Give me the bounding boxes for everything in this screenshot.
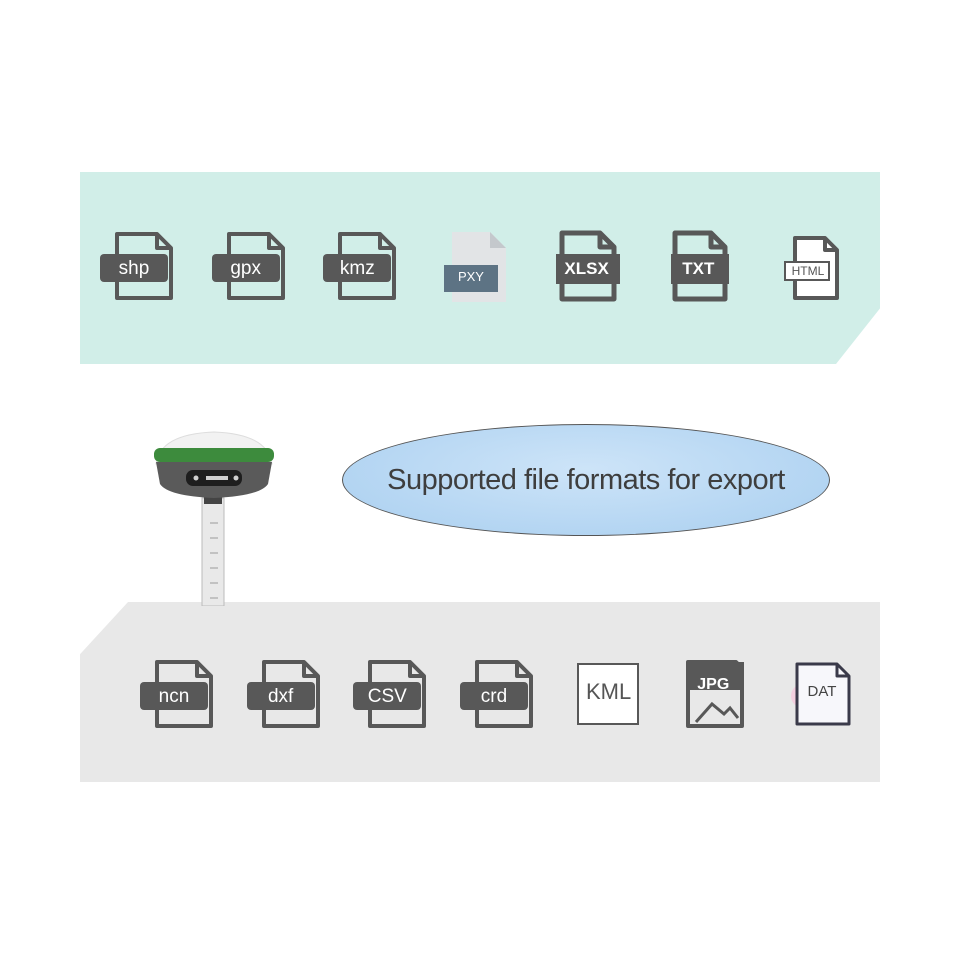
html-file-icon: HTML [765,230,855,302]
gpx-file-icon: gpx [207,230,297,302]
xlsx-file-icon: XLSX [542,230,632,302]
top-format-row: shp gpx kmz PXY XLSX [95,228,855,304]
format-label: shp [118,258,150,279]
crd-file-icon: crd [455,658,545,730]
dat-file-icon: DAT [775,658,865,730]
ncn-file-icon: ncn [135,658,225,730]
jpg-file-icon: JPG [668,658,758,730]
headline-oval: Supported file formats for export [342,424,830,536]
dxf-file-icon: dxf [242,658,332,730]
format-label: DAT [807,683,837,700]
bottom-format-row: ncn dxf CSV crd KML [135,658,865,730]
format-label: JPG [697,676,730,693]
format-label: PXY [457,269,484,284]
format-label: KML [586,679,632,704]
kmz-file-icon: kmz [318,230,408,302]
format-label: dxf [267,686,294,707]
kml-file-icon: KML [562,658,652,730]
gnss-receiver-image [154,431,274,606]
shp-file-icon: shp [95,230,185,302]
format-label: ncn [158,686,190,707]
format-label: HTML [791,264,825,278]
format-label: CSV [367,686,407,707]
format-label: kmz [339,258,375,279]
format-label: gpx [230,258,261,279]
csv-file-icon: CSV [348,658,438,730]
headline-text: Supported file formats for export [387,463,785,496]
format-label: TXT [682,259,715,278]
pxy-file-icon: PXY [430,230,520,302]
txt-file-icon: TXT [653,230,743,302]
format-label: XLSX [564,259,609,278]
format-label: crd [480,686,508,707]
